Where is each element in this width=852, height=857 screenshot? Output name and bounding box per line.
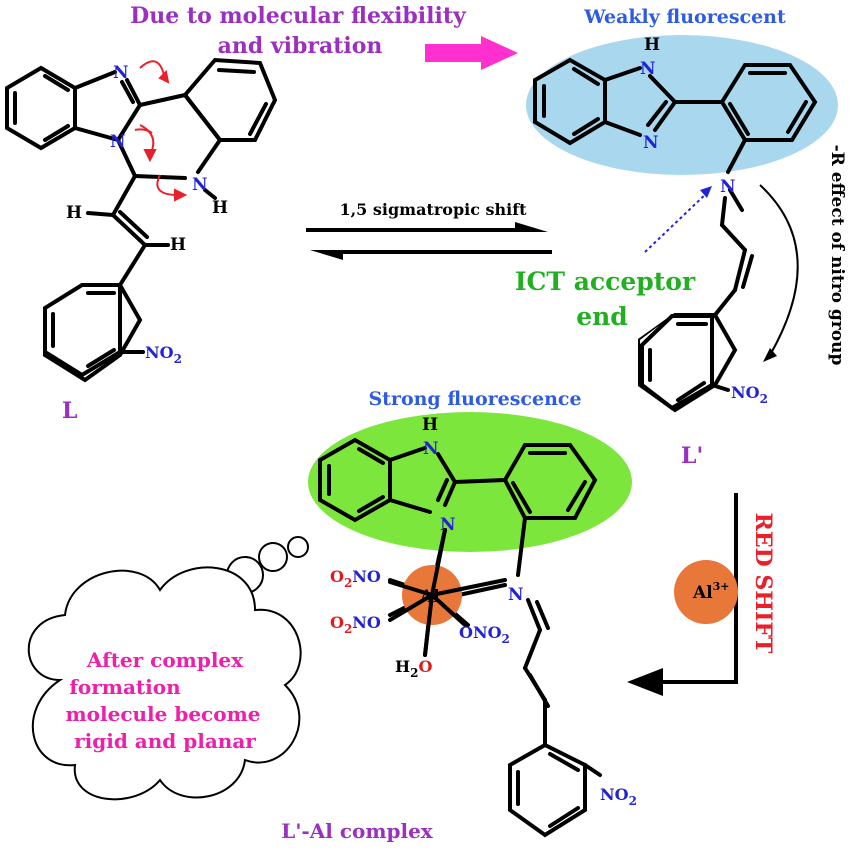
weak-fluorescence-highlight bbox=[526, 35, 838, 175]
ligand-O2NO-top: O2NO bbox=[330, 567, 381, 590]
compound-Lprime-label: L' bbox=[681, 443, 703, 469]
cloud-text-line4: rigid and planar bbox=[74, 729, 256, 753]
L-nitro-group: NO2 bbox=[145, 343, 182, 366]
ict-dotted-arrow bbox=[644, 186, 712, 253]
cloud-text-line3: molecule become bbox=[66, 702, 261, 726]
sigmatropic-shift-label: 1,5 sigmatropic shift bbox=[339, 200, 527, 219]
red-shift-label: RED SHIFT bbox=[750, 513, 776, 654]
flexibility-label-line1: Due to molecular flexibility bbox=[130, 3, 467, 29]
compound-Lprime-nitrophenyl bbox=[640, 314, 730, 411]
flexibility-label-line2: and vibration bbox=[218, 33, 383, 59]
complex-atom-NH-H: H bbox=[422, 415, 438, 435]
L-atom-H-left: H bbox=[66, 203, 82, 223]
al-bonds-overlay bbox=[388, 528, 507, 657]
ict-label-line2: end bbox=[576, 302, 628, 331]
complex-atom-N-imine: N bbox=[508, 585, 524, 605]
L-atom-NH-H: H bbox=[212, 198, 228, 218]
ligand-O2NO-bottom: O2NO bbox=[330, 613, 381, 636]
Lprime-nitro-group: NO2 bbox=[731, 383, 768, 406]
complex-nitro-group: NO2 bbox=[600, 785, 637, 808]
r-effect-curved-arrow bbox=[759, 184, 799, 362]
r-effect-label: -R effect of nitro group bbox=[827, 145, 847, 366]
svg-text:Al3+: Al3+ bbox=[692, 580, 730, 603]
al-ion-badge: Al3+ bbox=[674, 560, 738, 624]
ligand-H2O: H2O bbox=[395, 657, 432, 680]
thought-cloud bbox=[27, 536, 309, 801]
ligand-ONO2: ONO2 bbox=[459, 623, 510, 646]
complex-atom-NH-N: N bbox=[423, 439, 439, 459]
complex-atom-N-ring: N bbox=[440, 515, 456, 535]
Lprime-atom-N-imine: N bbox=[720, 177, 736, 197]
ict-label-line1: ICT acceptor bbox=[515, 267, 696, 296]
pink-right-arrow bbox=[425, 36, 518, 70]
electron-shift-arrows bbox=[134, 60, 188, 202]
Lprime-atom-N-ring: N bbox=[643, 133, 659, 153]
compound-L-nitrophenyl bbox=[43, 283, 145, 378]
L-atom-N-bridge: N bbox=[110, 132, 126, 152]
equilibrium-arrows bbox=[306, 222, 552, 260]
weakly-fluorescent-label: Weakly fluorescent bbox=[583, 6, 786, 28]
L-atom-N-top: N bbox=[113, 63, 129, 83]
L-atom-H-right: H bbox=[170, 235, 186, 255]
complex-label: L'-Al complex bbox=[281, 819, 434, 843]
L-atom-NH-N: N bbox=[192, 175, 208, 195]
Lprime-atom-NH-N: N bbox=[640, 59, 656, 79]
complex-atom-Al: Al bbox=[419, 587, 440, 607]
cloud-text-line2: formation bbox=[69, 675, 181, 699]
Lprime-atom-NH-H: H bbox=[644, 35, 660, 55]
compound-L-label: L bbox=[62, 398, 77, 424]
strong-fluorescence-label: Strong fluorescence bbox=[368, 388, 581, 410]
compound-L-structure bbox=[5, 57, 278, 383]
cloud-text-line1: After complex bbox=[86, 648, 244, 672]
